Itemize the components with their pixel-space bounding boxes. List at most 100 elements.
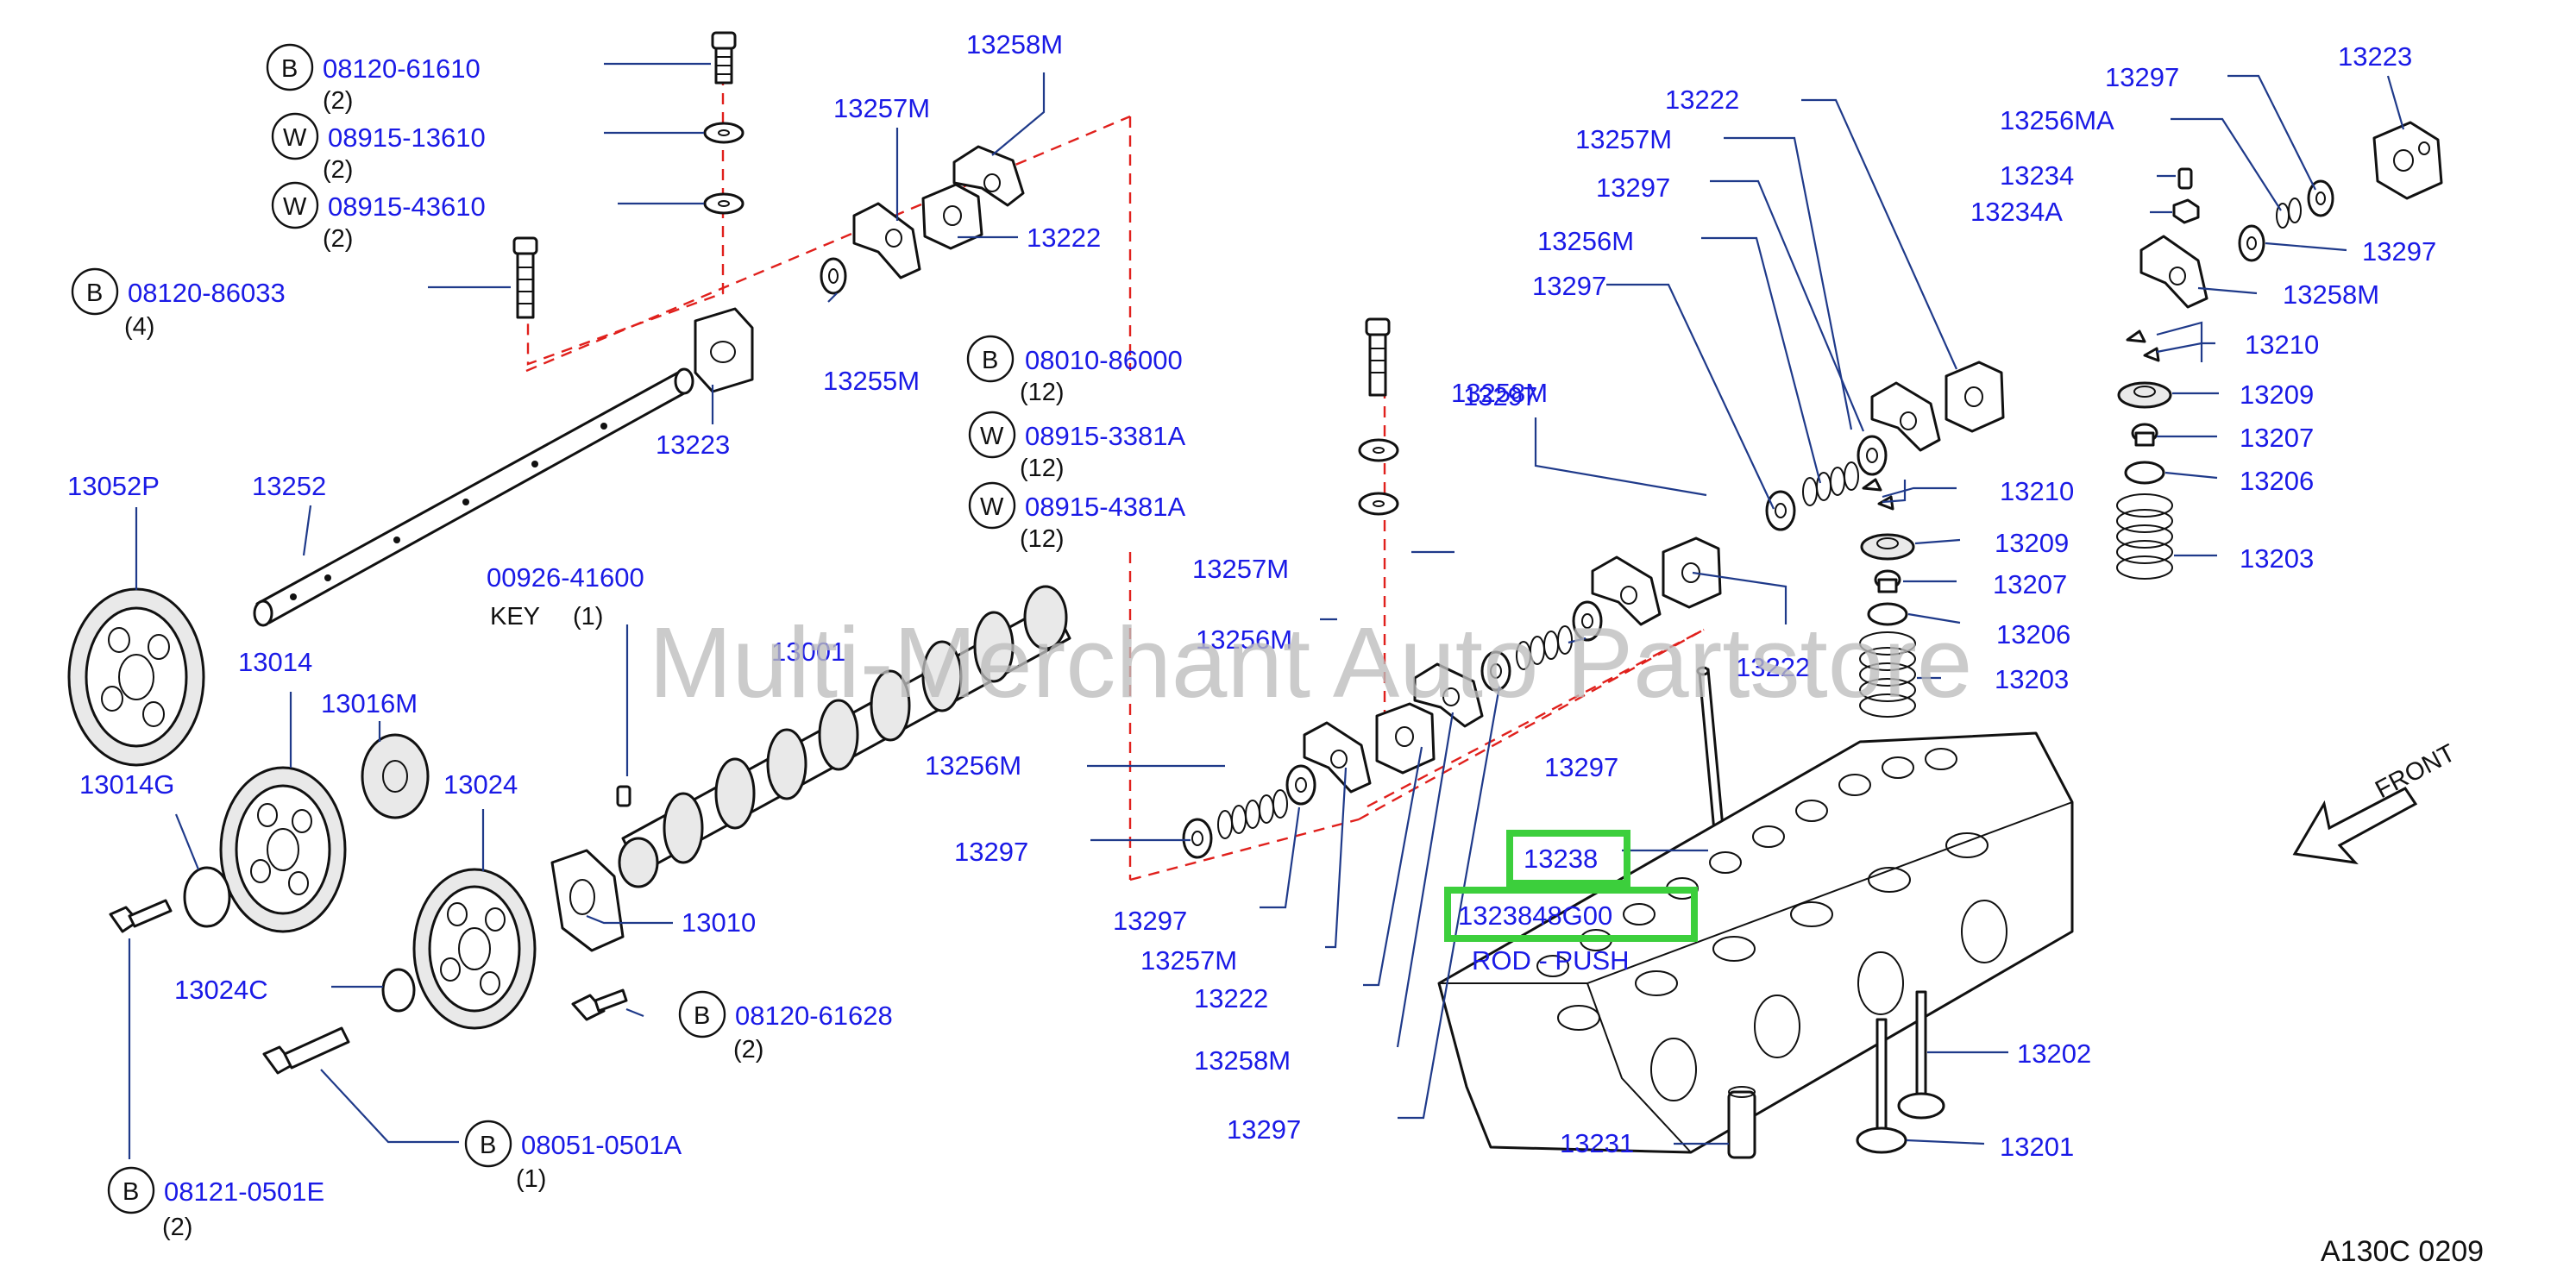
fastener-callout[interactable]: B 08120-61610 (2) xyxy=(266,43,481,115)
part-label[interactable]: 13052P xyxy=(67,471,160,501)
leader-lines xyxy=(128,62,2405,1159)
part-label[interactable]: 13256M xyxy=(1196,624,1292,655)
valve-guide-13231-icon xyxy=(1727,1086,1756,1159)
valve-seal-icon xyxy=(1874,569,1901,593)
spacer-13024c-icon xyxy=(381,968,416,1013)
part-label[interactable]: 13201 xyxy=(2000,1132,2074,1162)
rocker-arm-icon xyxy=(952,145,1025,207)
rocker-support-icon xyxy=(694,307,754,393)
part-label[interactable]: 13297 xyxy=(1113,906,1187,936)
spring-seat-icon xyxy=(2124,461,2165,485)
valve-seal-icon xyxy=(2131,423,2158,447)
part-label[interactable]: 13258M xyxy=(1194,1045,1291,1076)
part-label[interactable]: 13202 xyxy=(2017,1038,2091,1069)
part-label[interactable]: 13297 xyxy=(1227,1114,1301,1145)
hub-13016m-icon xyxy=(361,733,430,819)
part-label[interactable]: 13297 xyxy=(1463,381,1537,411)
highlighted-part-13238[interactable]: 13238 xyxy=(1506,830,1630,887)
part-label[interactable]: 13258M xyxy=(966,29,1063,60)
part-label[interactable]: 13209 xyxy=(2240,380,2314,410)
fastener-part-number: 08120-61628 xyxy=(735,1001,893,1031)
part-label[interactable]: 13207 xyxy=(2240,423,2314,453)
fastener-callout[interactable]: W 08915-43610 (2) xyxy=(271,181,486,253)
part-label[interactable]: 13014 xyxy=(238,647,312,677)
part-label[interactable]: 13010 xyxy=(682,907,756,938)
spring-seat-icon xyxy=(1867,602,1908,626)
part-label[interactable]: 13206 xyxy=(1996,619,2070,649)
part-label[interactable]: 13297 xyxy=(954,837,1028,867)
part-label[interactable]: 13206 xyxy=(2240,466,2314,496)
gear-13024-icon xyxy=(412,868,537,1030)
part-label[interactable]: 13203 xyxy=(2240,543,2314,574)
part-label[interactable]: 13024 xyxy=(443,769,518,800)
part-label[interactable]: 13222 xyxy=(1736,652,1810,682)
key-callout[interactable]: 00926-41600 KEY (1) xyxy=(487,562,644,631)
key-part-number: 00926-41600 xyxy=(487,562,644,593)
part-label[interactable]: 13203 xyxy=(1995,664,2069,694)
part-label[interactable]: 13001 xyxy=(771,637,845,667)
rocker-support-13223-icon xyxy=(2372,121,2443,200)
part-label[interactable]: 13222 xyxy=(1027,223,1101,253)
part-label[interactable]: 13210 xyxy=(2245,329,2319,360)
part-label[interactable]: 13257M xyxy=(833,93,930,123)
part-label[interactable]: 13024C xyxy=(174,975,268,1005)
fastener-qty: (12) xyxy=(1020,525,1065,553)
fastener-qty: (4) xyxy=(124,313,154,341)
bolt-08010-86000-icon xyxy=(1365,317,1391,397)
valve-cotter-icon xyxy=(1862,478,1894,511)
part-label[interactable]: 13209 xyxy=(1995,528,2069,558)
fastener-callout[interactable]: W 08915-3381A (12) xyxy=(968,411,1185,482)
part-label[interactable]: 13222 xyxy=(1194,983,1268,1013)
part-label[interactable]: 13297 xyxy=(2105,62,2179,92)
fastener-callout[interactable]: B 08120-61628 (2) xyxy=(678,990,893,1064)
part-label[interactable]: 13210 xyxy=(2000,476,2074,506)
part-label[interactable]: 13256M xyxy=(1537,226,1634,256)
washer-13014g-icon xyxy=(183,866,231,928)
bolt-icon xyxy=(109,899,173,933)
part-label[interactable]: 13258M xyxy=(1451,378,1548,408)
rocker-arm-icon xyxy=(1591,555,1662,626)
fastener-part-number: 08010-86000 xyxy=(1025,345,1183,375)
fastener-mark: W xyxy=(283,193,307,221)
part-label[interactable]: 13297 xyxy=(2362,236,2436,267)
part-label[interactable]: 13257M xyxy=(1192,554,1289,584)
part-label[interactable]: 13252 xyxy=(252,471,326,501)
part-label[interactable]: 13223 xyxy=(2338,41,2412,72)
fastener-qty: (2) xyxy=(323,156,353,184)
fastener-callout[interactable]: B 08120-86033 (4) xyxy=(71,267,286,341)
part-label[interactable]: 13257M xyxy=(1575,124,1672,154)
part-label[interactable]: 13222 xyxy=(1665,85,1739,115)
fastener-qty: (12) xyxy=(1020,455,1065,482)
highlighted-part-alt[interactable]: 1323848G00 ROD - PUSH xyxy=(1444,887,1698,976)
part-label[interactable]: 13256M xyxy=(925,750,1021,781)
washer-icon xyxy=(1285,764,1316,806)
fastener-callout[interactable]: B 08121-0501E (2) xyxy=(107,1166,324,1241)
watermark: Multi-Merchant Auto Partstore xyxy=(649,606,1972,718)
part-label[interactable]: 13014G xyxy=(79,769,174,800)
part-label[interactable]: 13297 xyxy=(1532,271,1606,301)
fastener-mark: B xyxy=(86,279,103,307)
fastener-callout[interactable]: B 08010-86000 (12) xyxy=(966,335,1183,406)
centerlines-upper-left xyxy=(525,55,1705,882)
fastener-part-number: 08915-43610 xyxy=(328,191,486,222)
rocker-support-icon xyxy=(1662,536,1722,609)
part-label[interactable]: 13207 xyxy=(1993,569,2067,599)
valve-13201-icon xyxy=(1856,1018,1907,1154)
part-label[interactable]: 13258M xyxy=(2283,279,2379,310)
part-label[interactable]: 13231 xyxy=(1560,1128,1634,1158)
part-label[interactable]: 13234A xyxy=(1970,197,2063,227)
part-label[interactable]: 13255M xyxy=(823,366,920,396)
fastener-callout[interactable]: B 08051-0501A (1) xyxy=(464,1120,682,1193)
part-label[interactable]: 13257M xyxy=(1140,945,1237,976)
part-label[interactable]: 13223 xyxy=(656,430,730,460)
part-label[interactable]: 13234 xyxy=(2000,160,2074,191)
diagram-code: A130C 0209 xyxy=(2321,1235,2484,1268)
spring-washer-13255m-icon xyxy=(820,257,847,295)
part-label[interactable]: 13297 xyxy=(1544,752,1618,782)
part-label[interactable]: 13256MA xyxy=(2000,105,2114,135)
fastener-callout[interactable]: W 08915-4381A (12) xyxy=(968,481,1185,553)
rocker-support-icon xyxy=(921,183,983,250)
part-label[interactable]: 13297 xyxy=(1596,173,1670,203)
fastener-callout[interactable]: W 08915-13610 (2) xyxy=(271,112,486,184)
part-label[interactable]: 13016M xyxy=(321,688,418,718)
